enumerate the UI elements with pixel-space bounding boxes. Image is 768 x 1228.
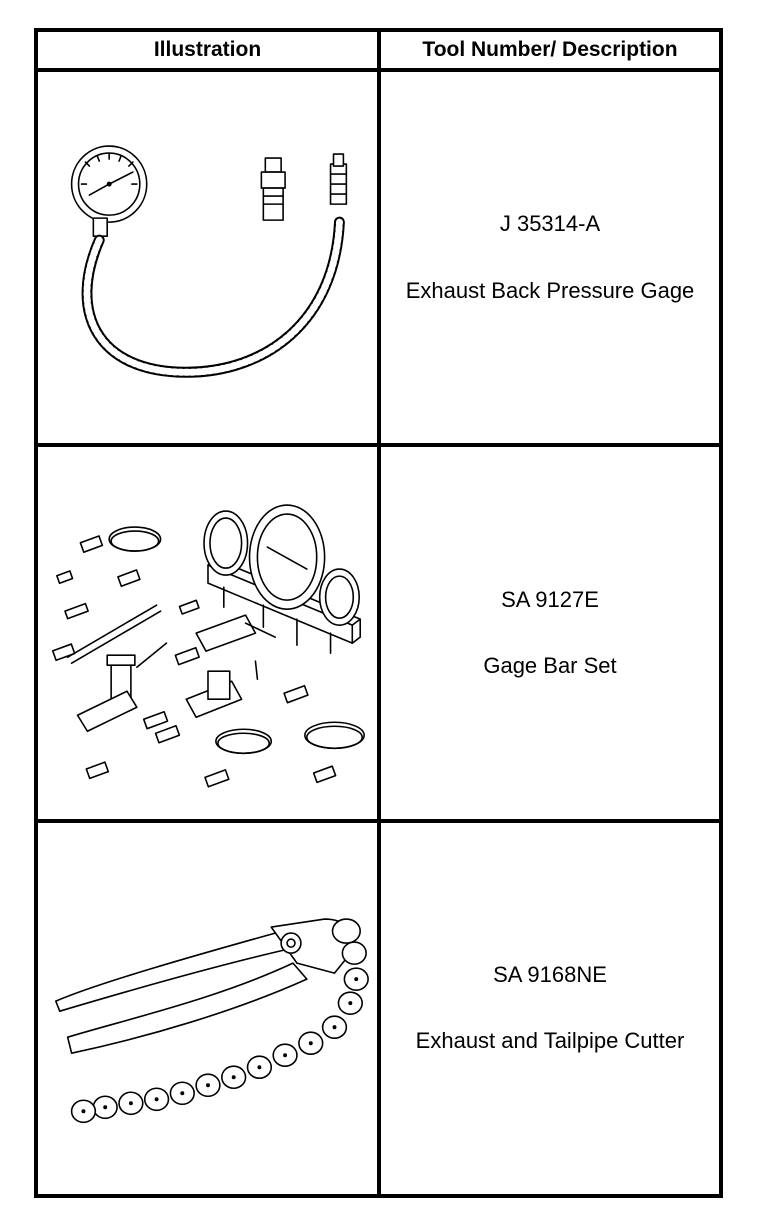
tool-number: SA 9127E: [501, 586, 599, 612]
tool-description: Exhaust and Tailpipe Cutter: [415, 1028, 685, 1054]
back-pressure-gage-icon: [70, 145, 348, 378]
table-header-row: Illustration Tool Number/ Description: [34, 28, 723, 72]
tool-table: Illustration Tool Number/ Description: [34, 28, 723, 1199]
table-row: SA 9168NE Exhaust and Tailpipe Cutter: [34, 818, 723, 1199]
description-cell: J 35314-A Exhaust Back Pressure Gage: [377, 67, 723, 448]
illustration-cell: [34, 443, 381, 823]
tool-description: Gage Bar Set: [483, 652, 617, 678]
description-cell: SA 9127E Gage Bar Set: [377, 443, 723, 823]
description-cell: SA 9168NE Exhaust and Tailpipe Cutter: [377, 818, 723, 1199]
header-description: Tool Number/ Description: [377, 28, 723, 72]
illustration-cell: [34, 67, 381, 448]
table-row: SA 9127E Gage Bar Set: [34, 443, 723, 823]
tool-number: J 35314-A: [499, 211, 601, 237]
tool-number: SA 9168NE: [493, 961, 607, 987]
tool-description: Exhaust Back Pressure Gage: [405, 277, 695, 303]
gage-bar-set-icon: [51, 504, 365, 788]
table-row: J 35314-A Exhaust Back Pressure Gage: [34, 67, 723, 448]
header-illustration: Illustration: [34, 28, 381, 72]
illustration-cell: [34, 818, 381, 1199]
chain-cutter-icon: [54, 917, 369, 1123]
